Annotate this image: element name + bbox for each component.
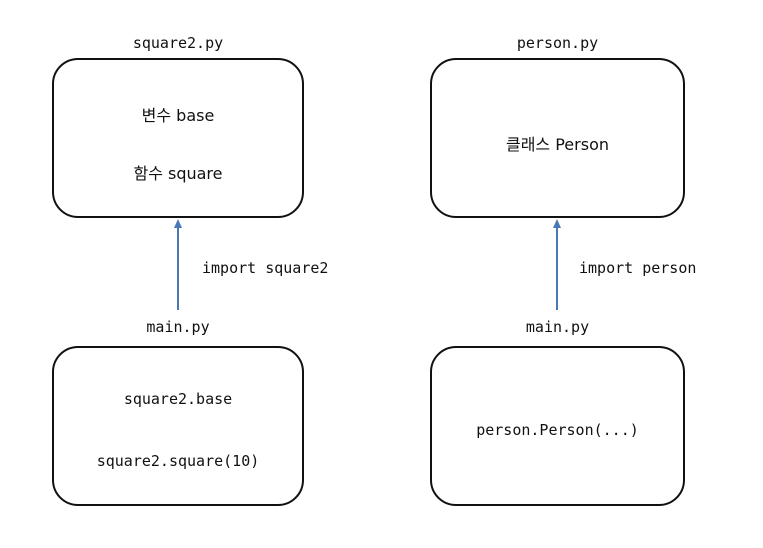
square2-module-box: 변수 base 함수 square bbox=[52, 58, 304, 218]
arrow-left-head bbox=[174, 219, 182, 228]
arrow-right-head bbox=[553, 219, 561, 228]
person-file-label: person.py bbox=[516, 34, 599, 52]
import-square2-label: import square2 bbox=[202, 259, 329, 277]
person-module-box: 클래스 Person bbox=[430, 58, 685, 218]
person-constructor-call: person.Person(...) bbox=[476, 421, 639, 439]
person-class-text: 클래스 Person bbox=[505, 135, 609, 154]
left-main-file-label: main.py bbox=[146, 318, 210, 336]
square2-square-call: square2.square(10) bbox=[96, 452, 260, 470]
import-person-label: import person bbox=[579, 259, 697, 277]
square2-function-text: 함수 square bbox=[133, 164, 223, 183]
square2-base-usage: square2.base bbox=[123, 390, 233, 408]
right-main-file-label: main.py bbox=[525, 318, 590, 336]
right-main-box: person.Person(...) bbox=[430, 346, 685, 506]
square2-variable-text: 변수 base bbox=[141, 106, 215, 125]
square2-file-label: square2.py bbox=[132, 34, 224, 52]
left-main-box: square2.base square2.square(10) bbox=[52, 346, 304, 506]
